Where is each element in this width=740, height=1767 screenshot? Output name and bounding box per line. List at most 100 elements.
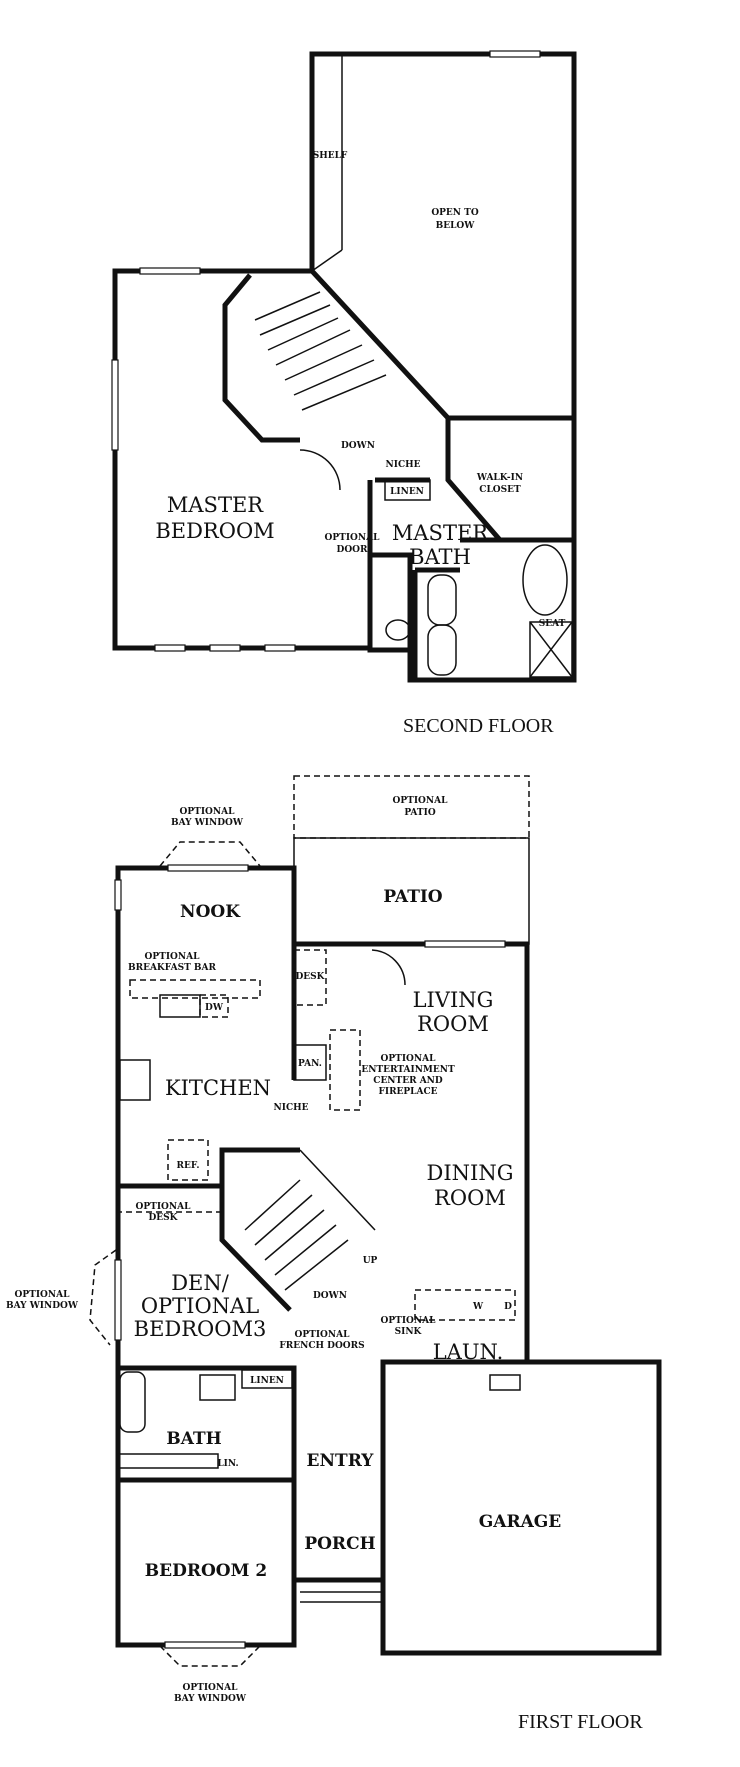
label-down: DOWN bbox=[341, 441, 375, 451]
label-optional-patio: OPTIONAL bbox=[393, 796, 449, 806]
desk bbox=[293, 949, 327, 1006]
label-master-bedroom: BEDROOM bbox=[155, 519, 274, 543]
label-den: DEN/ bbox=[171, 1271, 230, 1295]
label-niche: NICHE bbox=[386, 460, 421, 470]
garage-door-step bbox=[489, 1374, 521, 1391]
label-optional-french-doors: FRENCH DOORS bbox=[279, 1341, 364, 1351]
sink bbox=[427, 574, 457, 626]
shelf-edge bbox=[311, 249, 343, 272]
label-open-to-below: OPEN TO bbox=[431, 208, 479, 218]
label-patio: PATIO bbox=[383, 887, 442, 907]
first-floor-title: FIRST FLOOR bbox=[518, 1711, 643, 1733]
window bbox=[114, 879, 122, 911]
label-optional-french-doors: OPTIONAL bbox=[295, 1330, 351, 1340]
label-linen: LINEN bbox=[390, 487, 424, 497]
stair-treads bbox=[244, 1149, 376, 1291]
kitchen-sink bbox=[159, 994, 201, 1018]
label-seat: SEAT bbox=[539, 619, 566, 629]
washer-dryer bbox=[414, 1289, 516, 1321]
window bbox=[114, 1259, 122, 1341]
bath-sink bbox=[199, 1374, 236, 1401]
label-optional-door: DOOR bbox=[337, 545, 368, 555]
closet-rod bbox=[117, 1453, 219, 1469]
label-walk-in-closet: CLOSET bbox=[479, 485, 521, 495]
label-pantry: PAN. bbox=[298, 1059, 322, 1069]
dishwasher bbox=[199, 994, 229, 1018]
bath-walls bbox=[367, 418, 574, 680]
stair-octagon bbox=[222, 273, 300, 443]
label-open-to-below: BELOW bbox=[436, 221, 476, 231]
label-living-room: LIVING bbox=[413, 988, 494, 1012]
window bbox=[424, 940, 506, 948]
door-swing bbox=[299, 449, 341, 491]
optional-patio bbox=[293, 775, 530, 839]
label-optional-bay-window: OPTIONAL bbox=[180, 807, 236, 817]
label-down: DOWN bbox=[313, 1291, 347, 1301]
label-optional-bay-window: BAY WINDOW bbox=[174, 1694, 247, 1704]
label-dining-room: DINING bbox=[427, 1161, 514, 1185]
optional-bay-window bbox=[89, 1249, 117, 1346]
label-optional-entertainment-center: CENTER AND bbox=[373, 1076, 443, 1086]
label-master-bedroom: MASTER bbox=[167, 493, 264, 517]
stair-treads bbox=[254, 291, 387, 411]
interior-walls bbox=[118, 944, 300, 1580]
label-laundry: LAUN. bbox=[433, 1340, 504, 1364]
window bbox=[154, 644, 186, 652]
label-bedroom-2: BEDROOM 2 bbox=[145, 1561, 267, 1581]
window bbox=[209, 644, 241, 652]
label-optional-entertainment-center: FIREPLACE bbox=[378, 1087, 437, 1097]
label-washer: W bbox=[472, 1302, 484, 1312]
label-dryer: D bbox=[504, 1302, 512, 1312]
second-floor: SHELF OPEN TO BELOW MASTER BEDROOM DOWN … bbox=[111, 50, 577, 737]
second-floor-title: SECOND FLOOR bbox=[403, 715, 554, 737]
label-optional-desk: OPTIONAL bbox=[136, 1202, 192, 1212]
label-desk: DESK bbox=[296, 972, 326, 982]
label-optional-breakfast-bar: BREAKFAST BAR bbox=[128, 963, 217, 973]
label-optional-bay-window: BAY WINDOW bbox=[6, 1301, 79, 1311]
label-den: OPTIONAL bbox=[141, 1294, 259, 1318]
label-optional-entertainment-center: OPTIONAL bbox=[381, 1054, 437, 1064]
label-master-bath: BATH bbox=[409, 545, 471, 569]
label-porch: PORCH bbox=[304, 1534, 375, 1554]
window bbox=[111, 359, 119, 451]
label-optional-entertainment-center: ENTERTAINMENT bbox=[361, 1065, 455, 1075]
window bbox=[139, 267, 201, 275]
door-swing bbox=[371, 949, 406, 986]
label-dw: DW bbox=[205, 1003, 224, 1013]
pantry bbox=[293, 1044, 327, 1081]
label-dining-room: ROOM bbox=[434, 1186, 506, 1210]
garage-wall bbox=[380, 1359, 527, 1653]
window bbox=[489, 50, 541, 58]
window bbox=[167, 864, 249, 872]
window bbox=[264, 644, 296, 652]
optional-breakfast-bar bbox=[129, 979, 261, 999]
label-lin: LIN. bbox=[217, 1459, 238, 1469]
label-ref: REF. bbox=[177, 1161, 200, 1171]
window bbox=[164, 1641, 246, 1649]
toilet bbox=[385, 619, 411, 641]
shower bbox=[529, 621, 573, 678]
label-optional-patio: PATIO bbox=[404, 808, 436, 818]
label-bath: BATH bbox=[166, 1429, 221, 1449]
label-optional-bay-window: OPTIONAL bbox=[15, 1290, 71, 1300]
label-optional-door: OPTIONAL bbox=[325, 533, 381, 543]
second-floor-outline bbox=[112, 51, 577, 683]
first-floor: OPTIONAL PATIO OPTIONAL BAY WINDOW NOOK … bbox=[6, 775, 662, 1733]
optional-bay-window bbox=[159, 1645, 261, 1667]
bathtub bbox=[522, 544, 568, 616]
label-shelf: SHELF bbox=[313, 151, 348, 161]
optional-desk bbox=[117, 1185, 223, 1213]
label-optional-desk: DESK bbox=[149, 1213, 179, 1223]
optional-entertainment-center bbox=[329, 1029, 361, 1111]
sink bbox=[427, 624, 457, 676]
label-up: UP bbox=[363, 1256, 378, 1266]
label-optional-breakfast-bar: OPTIONAL bbox=[145, 952, 201, 962]
stair-wall bbox=[310, 269, 574, 421]
linen-closet bbox=[384, 479, 431, 501]
linen-closet bbox=[241, 1369, 293, 1389]
label-niche: NICHE bbox=[274, 1103, 309, 1113]
range bbox=[119, 1059, 151, 1101]
label-garage: GARAGE bbox=[479, 1512, 562, 1532]
refrigerator bbox=[167, 1139, 209, 1181]
